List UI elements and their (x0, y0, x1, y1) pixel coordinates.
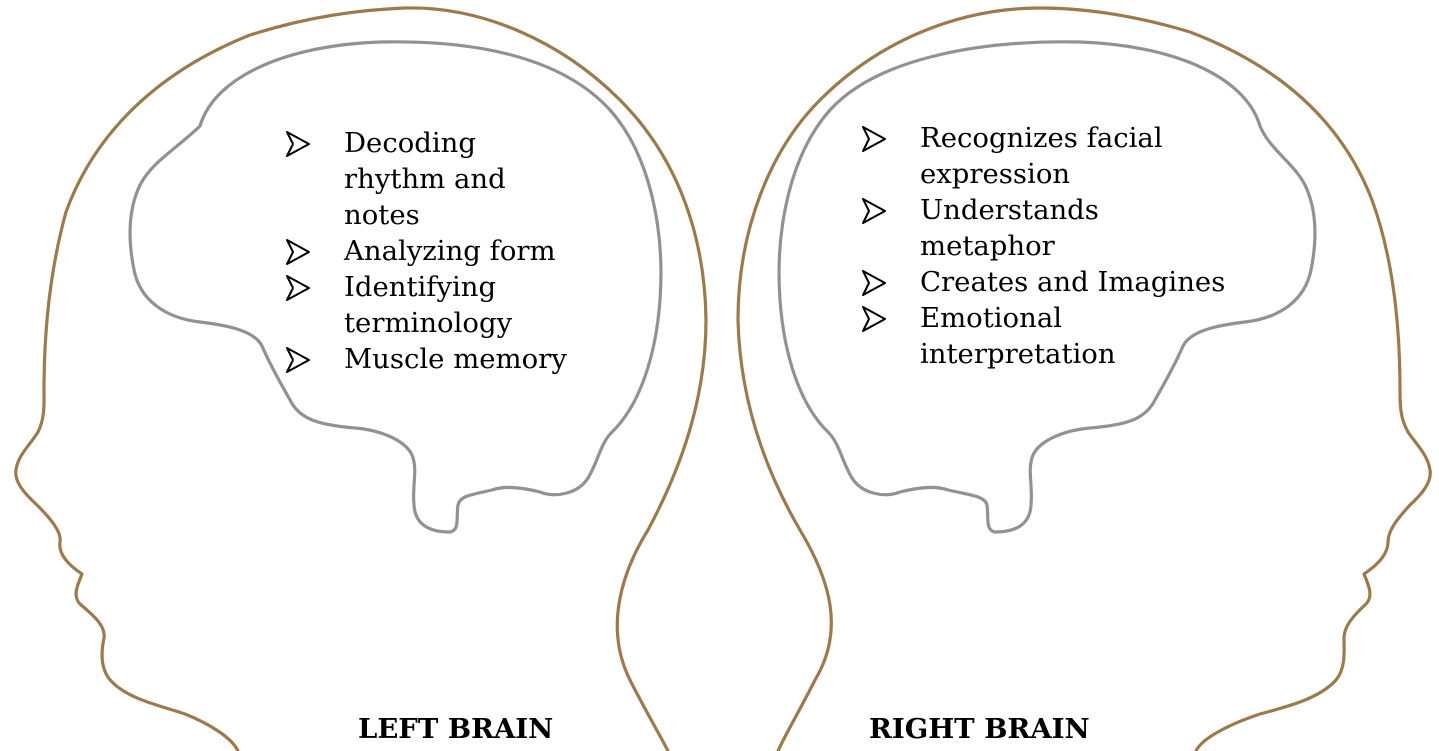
list-item: Identifying terminology (285, 269, 585, 341)
arrowhead-bullet-icon (285, 269, 311, 305)
arrowhead-bullet-icon (861, 300, 887, 336)
list-item-text: Muscle memory (344, 343, 567, 375)
left-head-outline (16, 8, 706, 751)
list-item: Creates and Imagines (861, 264, 1241, 300)
list-item-text: Understands metaphor (920, 194, 1099, 262)
right-brain-label: RIGHT BRAIN (869, 712, 1090, 746)
list-item-text: Analyzing form (344, 235, 556, 267)
list-item-text: Recognizes facial expression (920, 122, 1163, 190)
right-brain-list: Recognizes facial expression Understands… (861, 120, 1241, 372)
list-item: Understands metaphor (861, 192, 1241, 264)
arrowhead-bullet-icon (861, 120, 887, 156)
arrowhead-bullet-icon (861, 264, 887, 300)
left-brain-label: LEFT BRAIN (358, 712, 553, 746)
arrowhead-bullet-icon (285, 233, 311, 269)
arrowhead-bullet-icon (861, 192, 887, 228)
list-item: Recognizes facial expression (861, 120, 1241, 192)
list-item-text: Emotional interpretation (920, 302, 1116, 370)
list-item-text: Decoding rhythm and notes (344, 127, 506, 231)
list-item: Analyzing form (285, 233, 585, 269)
arrowhead-bullet-icon (285, 341, 311, 377)
list-item: Decoding rhythm and notes (285, 125, 585, 233)
arrowhead-bullet-icon (285, 125, 311, 161)
left-brain-list: Decoding rhythm and notes Analyzing form… (285, 125, 585, 377)
list-item-text: Creates and Imagines (920, 266, 1225, 298)
list-item: Muscle memory (285, 341, 585, 377)
list-item: Emotional interpretation (861, 300, 1241, 372)
list-item-text: Identifying terminology (344, 271, 512, 339)
